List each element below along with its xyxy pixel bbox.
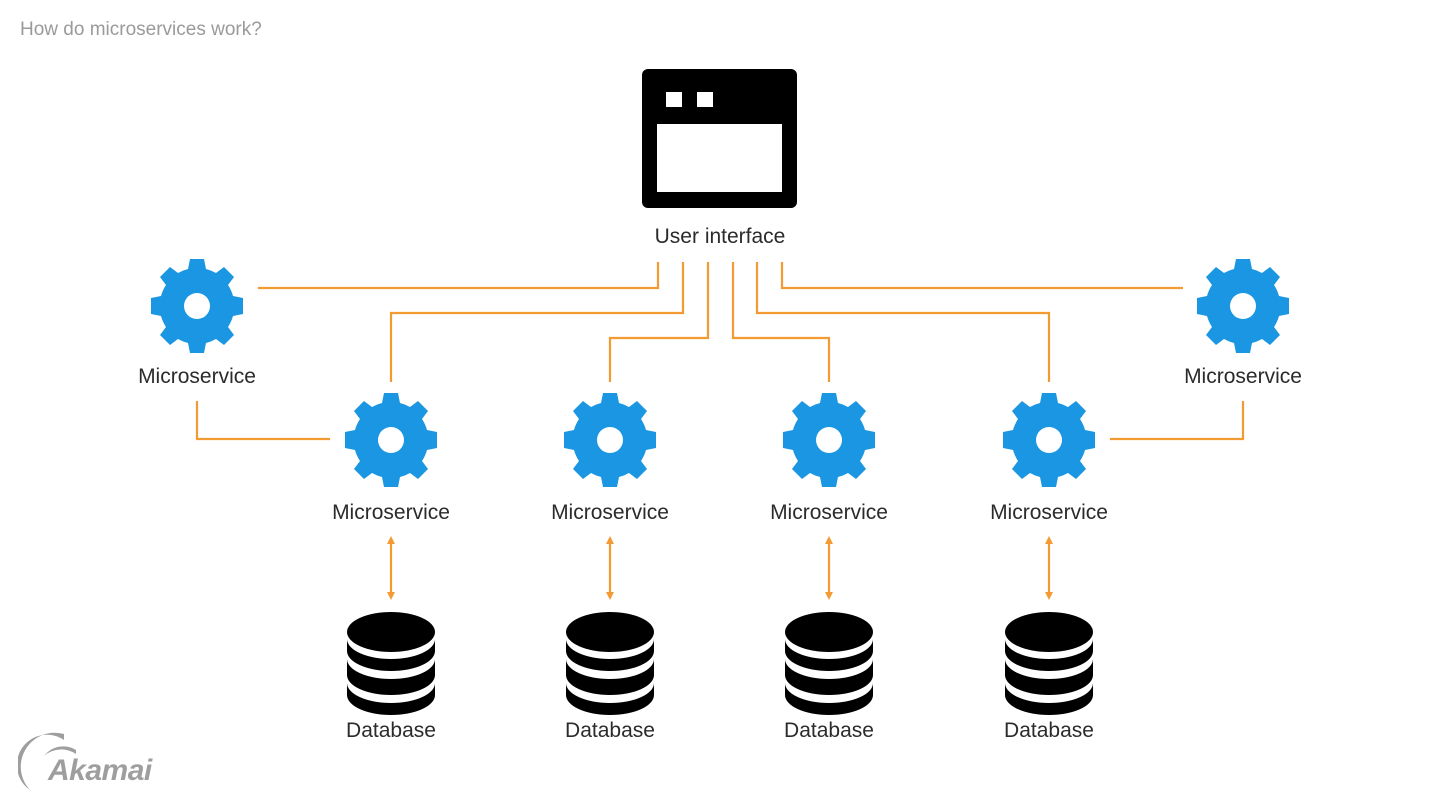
gear-icon bbox=[151, 259, 243, 353]
microservice-label-3: Microservice bbox=[770, 501, 888, 524]
gear-icon bbox=[564, 393, 656, 487]
database-label-2: Database bbox=[565, 719, 655, 742]
connector-ui-outer-right bbox=[780, 262, 1183, 290]
connector-outer-left-inner-1 bbox=[195, 401, 330, 441]
database-icon bbox=[347, 612, 435, 715]
connector-ui-inner-2 bbox=[608, 262, 710, 382]
akamai-logo-text: Akamai bbox=[48, 754, 152, 787]
gear-icon bbox=[783, 393, 875, 487]
microservice-label-2: Microservice bbox=[551, 501, 669, 524]
ui-label: User interface bbox=[654, 225, 786, 248]
microservice-label-outer-right: Microservice bbox=[1184, 365, 1302, 388]
connectors bbox=[195, 262, 1245, 441]
gear-icon bbox=[345, 393, 437, 487]
akamai-logo-swoosh-icon bbox=[18, 732, 76, 790]
browser-window-icon bbox=[642, 69, 797, 208]
diagram-title: How do microservices work? bbox=[20, 19, 262, 40]
gear-icon bbox=[1197, 259, 1289, 353]
connector-ui-inner-1 bbox=[389, 262, 685, 382]
db-arrows bbox=[387, 536, 1053, 600]
connector-outer-right-inner-4 bbox=[1110, 401, 1245, 441]
database-icon bbox=[566, 612, 654, 715]
connector-ui-inner-4 bbox=[755, 262, 1051, 382]
database-icon bbox=[785, 612, 873, 715]
database-label-4: Database bbox=[1004, 719, 1094, 742]
gear-icon bbox=[1003, 393, 1095, 487]
microservice-label-4: Microservice bbox=[990, 501, 1108, 524]
database-icon bbox=[1005, 612, 1093, 715]
database-label-1: Database bbox=[346, 719, 436, 742]
connector-ui-outer-left bbox=[258, 262, 660, 290]
microservice-label-1: Microservice bbox=[332, 501, 450, 524]
database-label-3: Database bbox=[784, 719, 874, 742]
microservice-label-outer-left: Microservice bbox=[138, 365, 256, 388]
connector-ui-inner-3 bbox=[731, 262, 831, 382]
